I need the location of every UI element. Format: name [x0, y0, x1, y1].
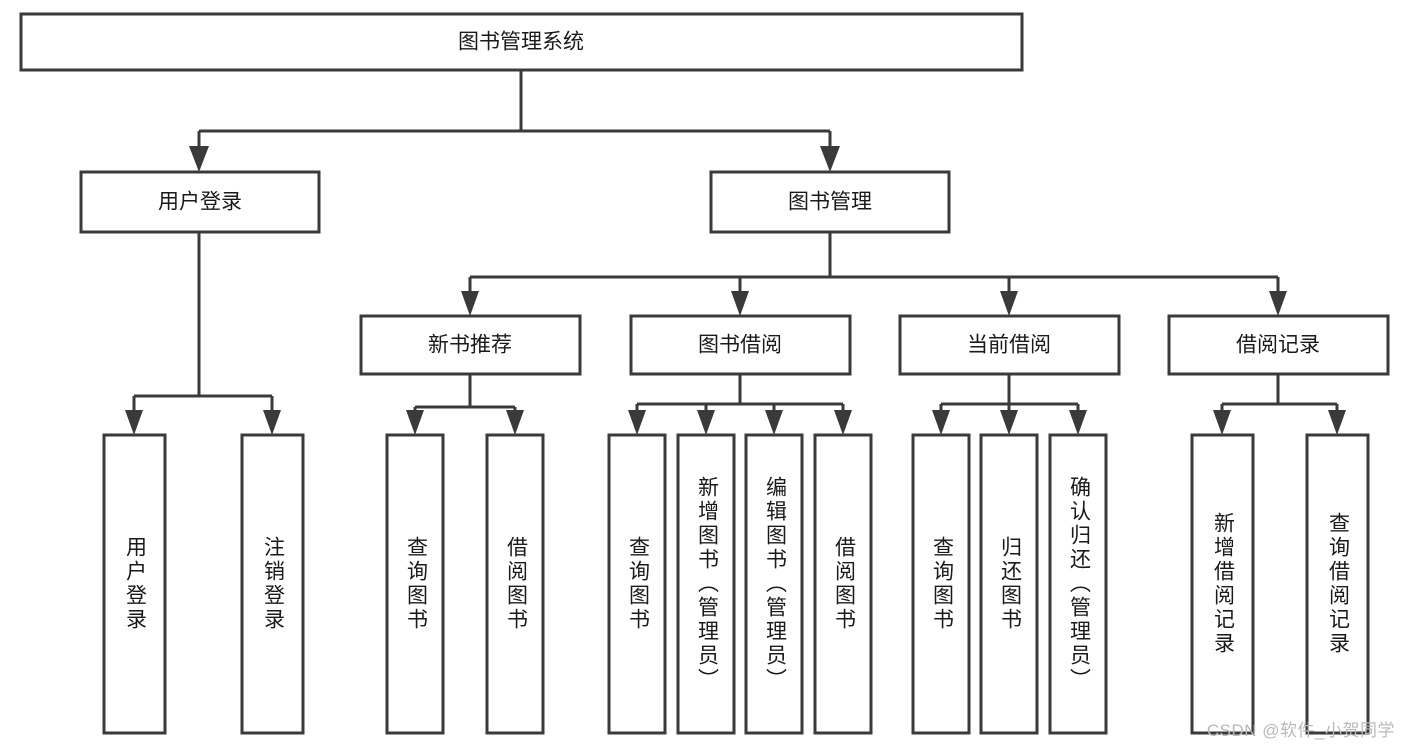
node-leaf-add-record-box[interactable]: [1190, 433, 1255, 735]
node-borrow-record[interactable]: 借阅记录: [1167, 314, 1390, 376]
node-leaf-return-book-label: 归还图书: [998, 536, 1022, 632]
arrow-to-leaf-add-book: [697, 410, 715, 435]
arrow-to-leaf-add-record: [1213, 410, 1231, 435]
node-user-login[interactable]: 用户登录: [79, 170, 321, 234]
node-leaf-add-book-label: 新增图书（管理员）: [695, 476, 719, 692]
node-leaf-edit-book[interactable]: 编辑图书（管理员）: [744, 433, 804, 735]
node-current-borrow[interactable]: 当前借阅: [898, 314, 1121, 376]
arrow-to-leaf-borrow-book-1: [506, 410, 524, 435]
node-leaf-return-book[interactable]: 归还图书: [979, 433, 1039, 735]
node-leaf-borrow-book-1-label: 借阅图书: [504, 536, 528, 632]
node-book-manage-label: 图书管理: [788, 191, 872, 214]
node-leaf-query-record[interactable]: 查询借阅记录: [1305, 433, 1370, 735]
node-leaf-logout[interactable]: 注销登录: [240, 433, 305, 735]
node-root-box[interactable]: [19, 12, 1024, 72]
node-book-borrow-box[interactable]: [629, 314, 852, 376]
node-current-borrow-box[interactable]: [898, 314, 1121, 376]
node-leaf-query-book-3[interactable]: 查询图书: [911, 433, 971, 735]
arrow-to-leaf-return-book: [1000, 410, 1018, 435]
node-leaf-return-book-box[interactable]: [979, 433, 1039, 735]
node-leaf-add-record[interactable]: 新增借阅记录: [1190, 433, 1255, 735]
node-book-borrow-label: 图书借阅: [698, 334, 782, 357]
node-leaf-user-login-box[interactable]: [102, 433, 167, 735]
arrow-to-leaf-confirm-return: [1069, 410, 1087, 435]
node-leaf-query-book-2-box[interactable]: [607, 433, 667, 735]
node-new-book-rec-box[interactable]: [359, 314, 582, 376]
node-leaf-add-book-box[interactable]: [676, 433, 736, 735]
node-book-manage[interactable]: 图书管理: [709, 170, 951, 234]
node-new-book-rec-label: 新书推荐: [428, 334, 512, 357]
arrow-to-leaf-query-record: [1328, 410, 1346, 435]
connectors-layer: [125, 70, 1346, 435]
node-leaf-query-book-3-box[interactable]: [911, 433, 971, 735]
node-leaf-query-book-1-label: 查询图书: [404, 536, 428, 632]
arrow-to-current-borrow: [1000, 291, 1018, 316]
node-leaf-logout-label: 注销登录: [261, 536, 285, 632]
node-leaf-confirm-return-box[interactable]: [1048, 433, 1108, 735]
node-leaf-user-login-label: 用户登录: [123, 536, 147, 632]
node-leaf-edit-book-box[interactable]: [744, 433, 804, 735]
arrow-root-to-book-manage: [820, 146, 840, 172]
arrow-to-borrow-record: [1269, 291, 1287, 316]
node-user-login-box[interactable]: [79, 170, 321, 234]
node-leaf-confirm-return[interactable]: 确认归还（管理员）: [1048, 433, 1108, 735]
node-new-book-rec[interactable]: 新书推荐: [359, 314, 582, 376]
node-leaf-query-book-2[interactable]: 查询图书: [607, 433, 667, 735]
node-book-manage-box[interactable]: [709, 170, 951, 234]
node-leaf-add-record-label: 新增借阅记录: [1211, 512, 1235, 656]
node-leaf-borrow-book-2-label: 借阅图书: [832, 536, 856, 632]
node-leaf-borrow-book-1[interactable]: 借阅图书: [485, 433, 545, 735]
node-leaf-edit-book-label: 编辑图书（管理员）: [763, 476, 787, 692]
arrow-to-leaf-query-book-1: [406, 410, 424, 435]
node-leaf-borrow-book-1-box[interactable]: [485, 433, 545, 735]
node-borrow-record-box[interactable]: [1167, 314, 1390, 376]
arrow-to-leaf-logout: [263, 410, 281, 435]
arrow-root-to-user-login: [189, 146, 209, 172]
node-leaf-borrow-book-2-box[interactable]: [813, 433, 873, 735]
node-user-login-label: 用户登录: [158, 191, 242, 214]
node-root-label: 图书管理系统: [458, 31, 584, 54]
arrow-to-leaf-query-book-3: [932, 410, 950, 435]
node-book-borrow[interactable]: 图书借阅: [629, 314, 852, 376]
node-leaf-query-record-box[interactable]: [1305, 433, 1370, 735]
node-leaf-query-book-3-label: 查询图书: [930, 536, 954, 632]
arrow-to-leaf-query-book-2: [628, 410, 646, 435]
node-leaf-confirm-return-label: 确认归还（管理员）: [1067, 476, 1091, 692]
arrow-to-leaf-user-login: [125, 410, 143, 435]
node-leaf-query-book-1-box[interactable]: [385, 433, 445, 735]
node-current-borrow-label: 当前借阅: [967, 334, 1051, 357]
arrow-to-new-book-rec: [461, 291, 479, 316]
node-leaf-add-book[interactable]: 新增图书（管理员）: [676, 433, 736, 735]
node-borrow-record-label: 借阅记录: [1236, 334, 1320, 357]
node-leaf-borrow-book-2[interactable]: 借阅图书: [813, 433, 873, 735]
arrow-to-book-borrow: [731, 291, 749, 316]
node-leaf-query-record-label: 查询借阅记录: [1326, 512, 1350, 656]
node-leaf-query-book-1[interactable]: 查询图书: [385, 433, 445, 735]
node-leaf-user-login[interactable]: 用户登录: [102, 433, 167, 735]
node-root[interactable]: 图书管理系统: [19, 12, 1024, 72]
node-leaf-query-book-2-label: 查询图书: [626, 536, 650, 632]
node-leaf-logout-box[interactable]: [240, 433, 305, 735]
arrow-to-leaf-borrow-book-2: [834, 410, 852, 435]
arrow-to-leaf-edit-book: [765, 410, 783, 435]
